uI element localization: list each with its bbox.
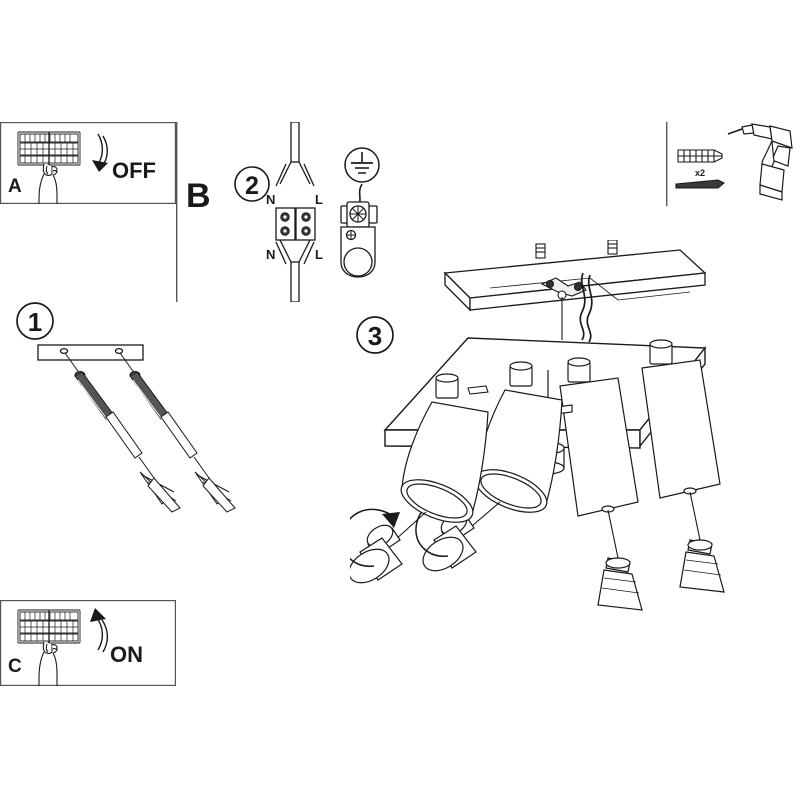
panel-a-action-label: OFF (112, 158, 156, 183)
earth-ground-icon (344, 147, 380, 183)
terminal-label-n-bottom: N (266, 247, 275, 262)
panel-b: B 2 N L N (176, 122, 666, 302)
mounting-plate-icon (37, 344, 144, 361)
step-1: 1 (8, 296, 268, 526)
ceiling-plate-icon (443, 249, 707, 312)
screw-icon (675, 179, 725, 189)
panel-c-action-label: ON (110, 642, 143, 667)
panel-a: OFF A (0, 122, 176, 204)
panel-tools: x2 (666, 122, 800, 206)
step-3: 3 (350, 240, 800, 660)
step-2-number: 2 (245, 172, 259, 200)
terminal-label-l-top: L (315, 192, 323, 207)
terminal-label-n-top: N (266, 192, 275, 207)
power-drill-icon (727, 123, 793, 201)
tools-quantity-label: x2 (695, 168, 705, 178)
panel-a-letter: A (8, 176, 22, 197)
panel-c-letter: C (8, 656, 22, 677)
terminal-label-l-bottom: L (315, 247, 323, 262)
step-3-number: 3 (368, 321, 382, 351)
step-1-number: 1 (28, 307, 42, 337)
wall-plug-icon (677, 149, 723, 163)
panel-b-letter: B (186, 177, 211, 215)
panel-c: ON C (0, 600, 176, 686)
